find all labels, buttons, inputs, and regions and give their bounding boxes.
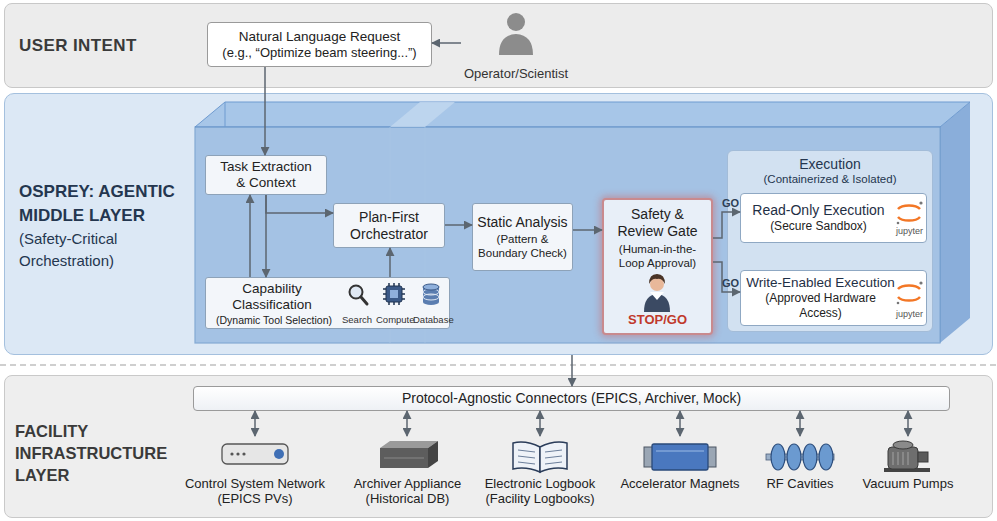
gate-box: Safety & Review Gate(Human-in-the-Loop A… — [602, 198, 713, 335]
node-text: Execution — [728, 156, 932, 173]
infrastructure-item: Archiver Appliance(Historical DB) — [350, 436, 465, 516]
node-text: (Secure Sandbox) — [770, 219, 867, 234]
separator-line — [0, 365, 997, 366]
infrastructure-item: Vacuum Pumps — [858, 436, 958, 516]
container-box: Execution(Containerized & Isolated) Read-… — [727, 150, 933, 332]
node-text: (e.g., “Optimize beam steering...”) — [222, 45, 416, 61]
layer-band: FACILITY INFRASTRUCTURE LAYER Protocol-Ag… — [4, 375, 993, 518]
node-text: Archiver Appliance — [354, 476, 462, 491]
node-text: Static Analysis — [477, 214, 567, 231]
node-text: Natural Language Request — [239, 28, 400, 45]
node-text: USER INTENT — [19, 36, 137, 56]
infrastructure-item: RF Cavities — [755, 436, 845, 516]
node-text: STOP/GO — [604, 312, 711, 328]
node-text: Search — [342, 314, 372, 326]
separator-line — [0, 364, 997, 365]
node-text: (Facility Logbooks) — [485, 491, 594, 506]
node-text: Electronic Logbook — [485, 476, 596, 491]
node-text: (Containerized & Isolated) — [728, 173, 932, 187]
infrastructure-item: Control System Network(EPICS PVs) — [170, 436, 340, 516]
node-text: Safety & Review Gate — [608, 206, 707, 240]
node-text: (EPICS PVs) — [217, 491, 292, 506]
node-text: OSPREY: AGENTIC MIDDLE LAYER — [19, 180, 187, 228]
node-text: (Human-in-the-Loop Approval) — [608, 242, 707, 270]
node-text: Accelerator Magnets — [620, 476, 739, 491]
edge-label: GO — [722, 277, 739, 289]
node-text: Operator/Scientist — [451, 66, 581, 82]
infrastructure-item: Electronic Logbook(Facility Logbooks) — [470, 436, 610, 516]
node-text: Protocol-Agnostic Connectors (EPICS, Arc… — [402, 390, 741, 407]
actor: Operator/Scientist — [461, 8, 571, 86]
node-text: Write-Enabled Execution — [746, 275, 894, 291]
node-text: Compute — [376, 314, 415, 326]
node-text: (Safety-Critical Orchestration) — [19, 228, 179, 272]
node-text: (Approved Hardware Access) — [745, 291, 896, 321]
node-text: (Dynamic Tool Selection) — [209, 314, 339, 326]
process-box: Capability Classification(Dynamic Tool S… — [205, 277, 450, 329]
node-text: Vacuum Pumps — [863, 476, 954, 491]
layer-band: USER INTENT Natural Language Request(e.g.… — [4, 3, 993, 88]
execution-box: Read-Only Execution(Secure Sandbox) jupyt… — [740, 193, 927, 243]
process-box: Static Analysis(Pattern & Boundary Check… — [472, 203, 573, 271]
process-box: Task Extraction & Context — [205, 155, 327, 195]
node-text: RF Cavities — [766, 476, 833, 491]
connector-bar: Protocol-Agnostic Connectors (EPICS, Arc… — [193, 386, 950, 411]
node-text: Control System Network — [185, 476, 325, 491]
node-text: Capability Classification — [212, 281, 332, 313]
node-text: (Pattern & Boundary Check) — [477, 232, 568, 260]
execution-box: Write-Enabled Execution(Approved Hardwar… — [740, 270, 927, 326]
edge-label: GO — [722, 197, 739, 209]
node-text: jupyter — [896, 226, 923, 237]
layer-band: OSPREY: AGENTIC MIDDLE LAYER(Safety-Crit… — [4, 93, 993, 355]
process-box: Plan-First Orchestrator — [333, 203, 445, 248]
node-text: Plan-First Orchestrator — [339, 209, 439, 243]
node-text: (Historical DB) — [366, 491, 450, 506]
node-text: FACILITY INFRASTRUCTURE LAYER — [15, 420, 195, 486]
node-text: jupyter — [896, 309, 923, 320]
node-text: Read-Only Execution — [752, 202, 884, 219]
infrastructure-item: Accelerator Magnets — [612, 436, 748, 516]
node-text: Task Extraction & Context — [215, 159, 317, 191]
node-text: Database — [413, 314, 454, 326]
request-box: Natural Language Request(e.g., “Optimize… — [207, 22, 432, 67]
